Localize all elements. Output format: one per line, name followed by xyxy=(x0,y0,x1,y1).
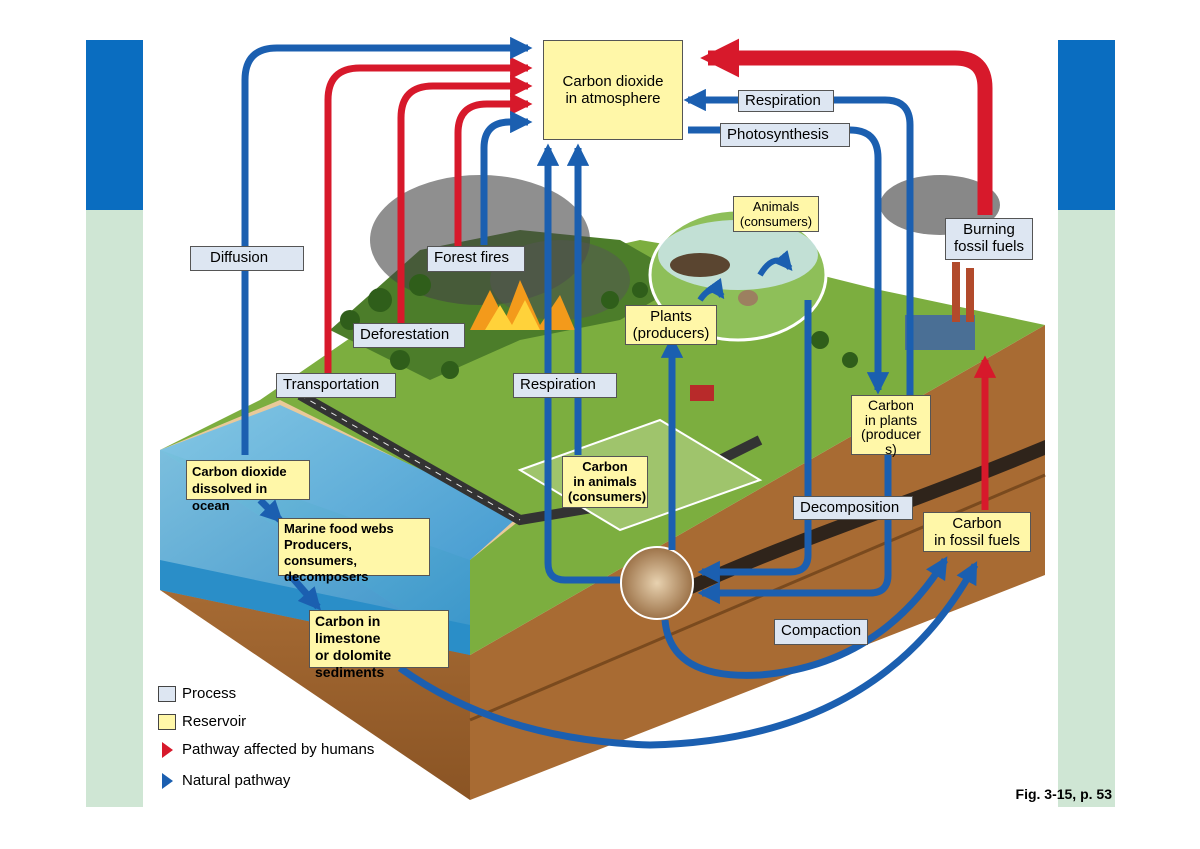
red-arrow-icon xyxy=(162,741,173,758)
deforestation-label: Deforestation xyxy=(353,323,465,348)
legend-human-label: Pathway affected by humans xyxy=(182,741,375,758)
diffusion-arrow xyxy=(241,36,533,455)
natural-pathways xyxy=(241,36,979,749)
smokestack-1 xyxy=(952,262,960,322)
human-pathways xyxy=(324,38,997,510)
figure-caption: Fig. 3-15, p. 53 xyxy=(1015,786,1112,802)
animal-silhouette xyxy=(670,253,730,277)
left-side-bar-bottom xyxy=(86,210,143,807)
left-side-bar-top xyxy=(86,40,143,210)
legend-reservoir: Reservoir xyxy=(158,713,246,730)
bubble-to-decomposer-arrow xyxy=(697,300,812,584)
plants-ground-reservoir: Carbon in plants (producer s) xyxy=(851,395,931,456)
decomposition-label: Decomposition xyxy=(793,496,913,520)
burning-fossil-fuels-label: Burning fossil fuels xyxy=(945,218,1033,260)
process-swatch xyxy=(158,685,176,702)
photosynthesis-label: Photosynthesis xyxy=(720,123,850,147)
limestone-to-fossil-arrow xyxy=(397,561,979,749)
legend-natural-label: Natural pathway xyxy=(182,772,291,789)
transportation-arrow xyxy=(324,56,533,375)
legend-process-label: Process xyxy=(182,685,237,702)
smokestack-2 xyxy=(966,268,974,322)
plants-hill-reservoir: Plants (producers) xyxy=(625,305,717,345)
ground-plants-decomposition-arrow xyxy=(697,455,892,605)
plants-respiration-arrow xyxy=(480,110,533,245)
atmosphere-reservoir: Carbon dioxide in atmosphere xyxy=(543,40,683,140)
compaction-arrow xyxy=(661,556,948,679)
animals-loop-arrow-2 xyxy=(757,250,793,277)
animals-ground-reservoir: Carbon in animals (consumers) xyxy=(562,456,648,508)
forest-fires-arrow xyxy=(454,92,533,250)
burning-fossil-fuels-arrow xyxy=(700,38,993,215)
respiration-top-arrow xyxy=(683,88,914,395)
animals-top-reservoir: Animals (consumers) xyxy=(733,196,819,232)
barn xyxy=(690,385,714,401)
decomposer-bubble xyxy=(620,546,694,620)
ocean-reservoir: Carbon dioxide dissolved in ocean xyxy=(186,460,310,513)
right-side-bar-top xyxy=(1058,40,1115,210)
respiration-mid-label: Respiration xyxy=(513,373,617,398)
marine-to-limestone-arrow xyxy=(287,572,321,611)
photosynthesis-arrow xyxy=(688,126,890,395)
right-side-bar-bottom xyxy=(1058,210,1115,807)
respiration-top-label: Respiration xyxy=(738,90,834,112)
diffusion-label: Diffusion xyxy=(190,246,304,271)
reservoir-swatch xyxy=(158,713,176,730)
compaction-label: Compaction xyxy=(774,619,868,645)
fossil-fuels-reservoir: Carbon in fossil fuels xyxy=(923,512,1031,552)
legend-human: Pathway affected by humans xyxy=(158,741,374,758)
trees xyxy=(340,274,858,379)
decomposer-respiration-arrow xyxy=(536,143,620,584)
legend-reservoir-label: Reservoir xyxy=(182,713,247,730)
animals-loop-arrow-1 xyxy=(697,277,725,302)
ocean-to-marine-arrow xyxy=(257,497,284,524)
legend-process: Process xyxy=(158,685,236,702)
limestone-reservoir: Carbon in limestone or dolomite sediment… xyxy=(309,610,449,680)
deforestation-arrow xyxy=(397,74,533,325)
legend-natural: Natural pathway xyxy=(158,772,290,789)
forest-fires-label: Forest fires xyxy=(427,246,525,272)
factory-building xyxy=(905,315,975,350)
transportation-label: Transportation xyxy=(276,373,396,398)
marine-food-webs-reservoir: Marine food webs Producers, consumers, d… xyxy=(278,518,430,584)
blue-arrow-icon xyxy=(162,772,173,789)
